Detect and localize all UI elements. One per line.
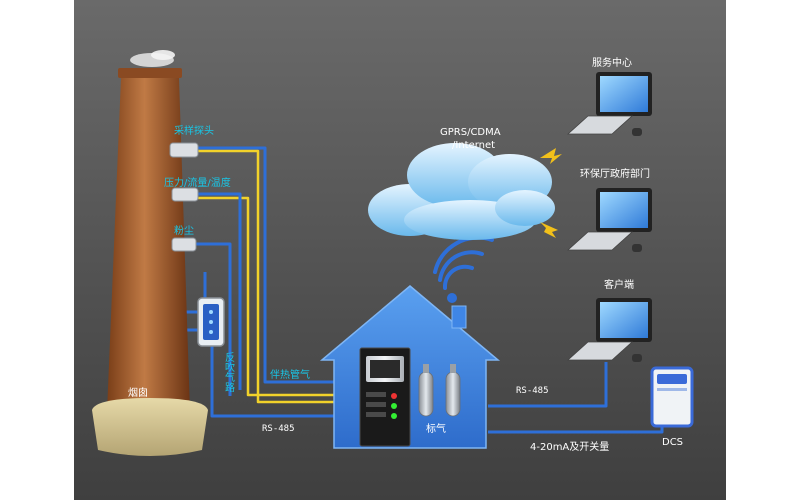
sampling-probe-label: 采样探头: [174, 124, 214, 137]
pressure-flow-temp-label: 压力/流量/温度: [164, 176, 231, 189]
pressure-probe-fitting: [171, 187, 199, 202]
client-label: 客户端: [604, 278, 634, 291]
dust-label: 粉尘: [174, 224, 194, 237]
network-label-line1: GPRS/CDMA: [440, 127, 501, 138]
analyzer-house: [319, 235, 501, 449]
arrows: [540, 148, 562, 238]
rs485-right-label: RS-485: [516, 386, 549, 396]
rs485-right-line: [488, 362, 608, 408]
heat-trace-line-2: [198, 196, 360, 397]
computer-service-center: [566, 72, 652, 136]
chimney-body: [107, 78, 190, 412]
environment-dept-label: 环保厅政府部门: [580, 167, 650, 180]
chimney-rim: [118, 68, 182, 78]
sampling-probe-fitting: [169, 142, 199, 158]
rs485-left-label: RS-485: [262, 424, 295, 434]
dcs-label: DCS: [662, 437, 683, 448]
sample-line-3: [195, 242, 232, 396]
sample-line-1: [198, 146, 360, 384]
standard-gas-cylinders: [418, 364, 461, 417]
computer-client: [566, 298, 652, 362]
chimney-base: [92, 398, 208, 456]
analog-io-label: 4-20mA及开关量: [530, 440, 609, 453]
sample-line-2: [198, 192, 242, 390]
network-cloud: [368, 143, 555, 240]
service-center-label: 服务中心: [592, 56, 632, 69]
dust-probe-fitting: [171, 237, 197, 252]
arrow-to-service-center: [540, 148, 562, 164]
rs485-left-line: [210, 345, 360, 418]
standard-gas-label: 标气: [426, 422, 446, 435]
dust-monitor-box: [197, 297, 225, 347]
heat-tracing-pipe-label: 伴热管气: [270, 368, 310, 381]
dcs-unit: [650, 366, 694, 428]
computer-environment-dept: [566, 188, 652, 252]
backflush-line-label: 反吹气路: [223, 352, 235, 393]
arrow-to-environment-dept: [540, 222, 558, 238]
chimney-label: 烟囱: [128, 386, 148, 399]
heat-trace-line-1: [198, 149, 360, 404]
network-label-line2: /Internet: [452, 140, 495, 151]
chimney: [92, 50, 208, 456]
